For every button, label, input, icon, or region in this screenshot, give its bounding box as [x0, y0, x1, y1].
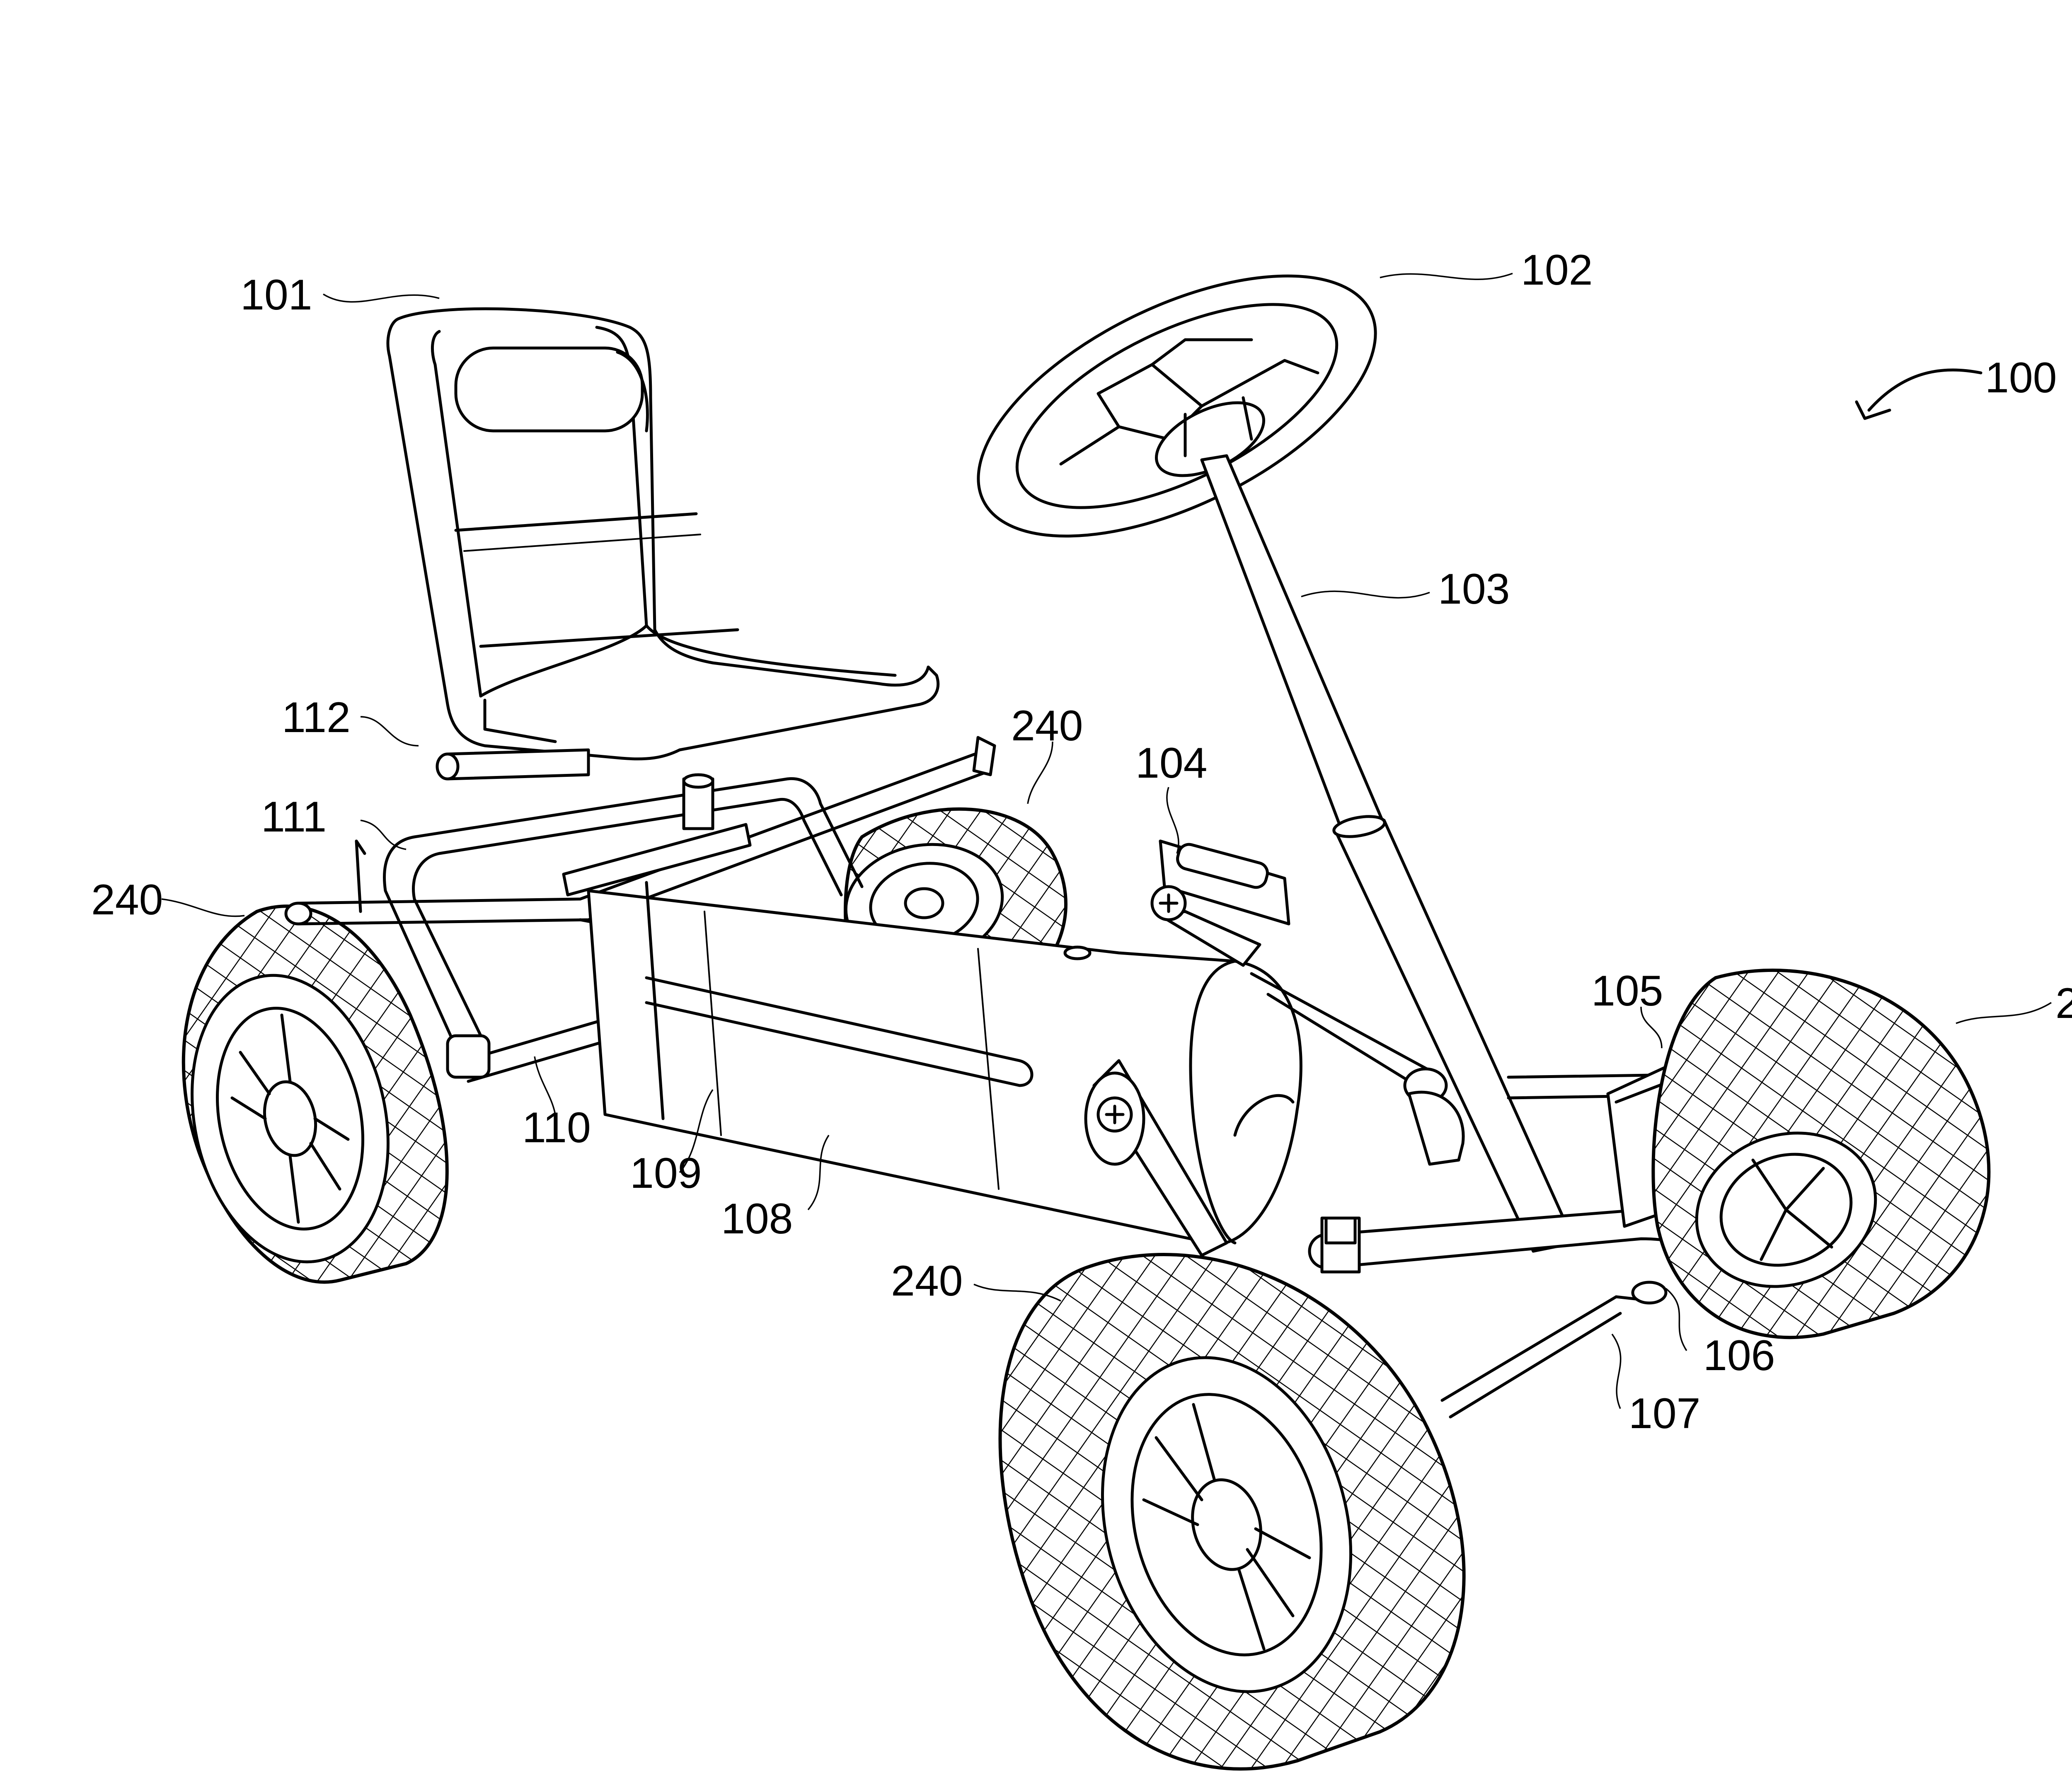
ref-label-240-rear-right: 240 [1011, 702, 1083, 750]
ref-label-105: 105 [1591, 967, 1663, 1015]
seat [386, 307, 940, 761]
ref-label-111: 111 [261, 793, 327, 841]
ref-label-240-front-left: 240 [891, 1257, 963, 1305]
seat-backrest-cutout [454, 346, 644, 433]
ref-label-108: 108 [721, 1195, 793, 1243]
ref-label-106: 106 [1703, 1332, 1775, 1380]
ref-label-240-front-right: 240 [2055, 979, 2072, 1027]
ref-label-110: 110 [522, 1104, 591, 1152]
leader-lines [161, 273, 2052, 1409]
ref-label-103: 103 [1438, 565, 1510, 613]
steering-column [1200, 454, 1576, 1253]
ref-label-102: 102 [1521, 246, 1593, 294]
ref-label-107: 107 [1629, 1390, 1701, 1438]
pedal-crank [1084, 839, 1290, 1257]
ref-label-109: 109 [630, 1149, 702, 1197]
ref-label-240-front-left-rear: 240 [91, 876, 163, 924]
frame [284, 736, 996, 1083]
front-left-wheel [998, 1252, 1466, 1771]
ref-label-100: 100 [1985, 354, 2057, 402]
steering-wheel [977, 274, 1377, 538]
ref-label-104: 104 [1135, 739, 1208, 787]
rear-left-wheel [182, 904, 449, 1284]
ref-label-101: 101 [240, 271, 312, 319]
ref-label-112: 112 [282, 694, 351, 742]
front-right-wheel [1651, 968, 1991, 1339]
